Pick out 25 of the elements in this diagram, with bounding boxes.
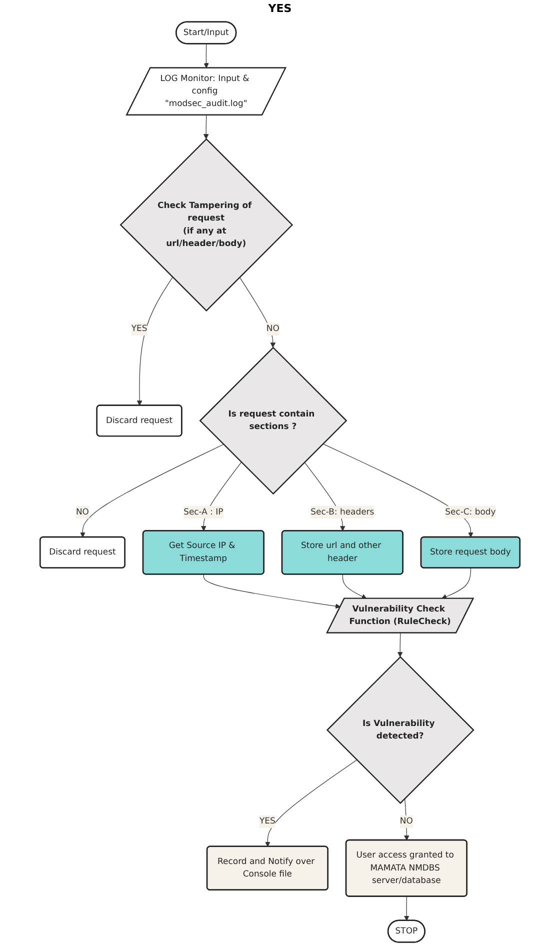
node-diamond: Check Tampering of request (if any at url/header/body) <box>120 138 294 312</box>
arrow <box>136 276 173 406</box>
node-diamond: Is Vulnerability detected? <box>326 656 474 804</box>
arrow <box>80 444 224 538</box>
branch-label: YES <box>268 2 292 15</box>
edge-label: Sec-B: headers <box>310 507 374 517</box>
edge-label: Sec-C: body <box>445 507 496 517</box>
arrow <box>404 896 410 921</box>
edge-label: YES <box>259 816 276 826</box>
arrow <box>342 574 367 599</box>
edge-label: Sec-A : IP <box>184 507 224 517</box>
arrow <box>203 114 209 140</box>
arrow <box>204 44 209 68</box>
node-diamond: Is request contain sections ? <box>199 346 348 495</box>
arrow <box>265 760 358 847</box>
arrow <box>442 568 472 600</box>
arrow <box>404 798 410 841</box>
edge-label: YES <box>131 324 148 334</box>
arrow <box>322 444 474 538</box>
arrow <box>203 574 341 609</box>
arrow <box>397 632 403 658</box>
edge-label: NO <box>266 324 280 334</box>
arrow <box>239 276 276 348</box>
edge-label: NO <box>76 507 89 517</box>
edge-label: NO <box>400 816 413 826</box>
